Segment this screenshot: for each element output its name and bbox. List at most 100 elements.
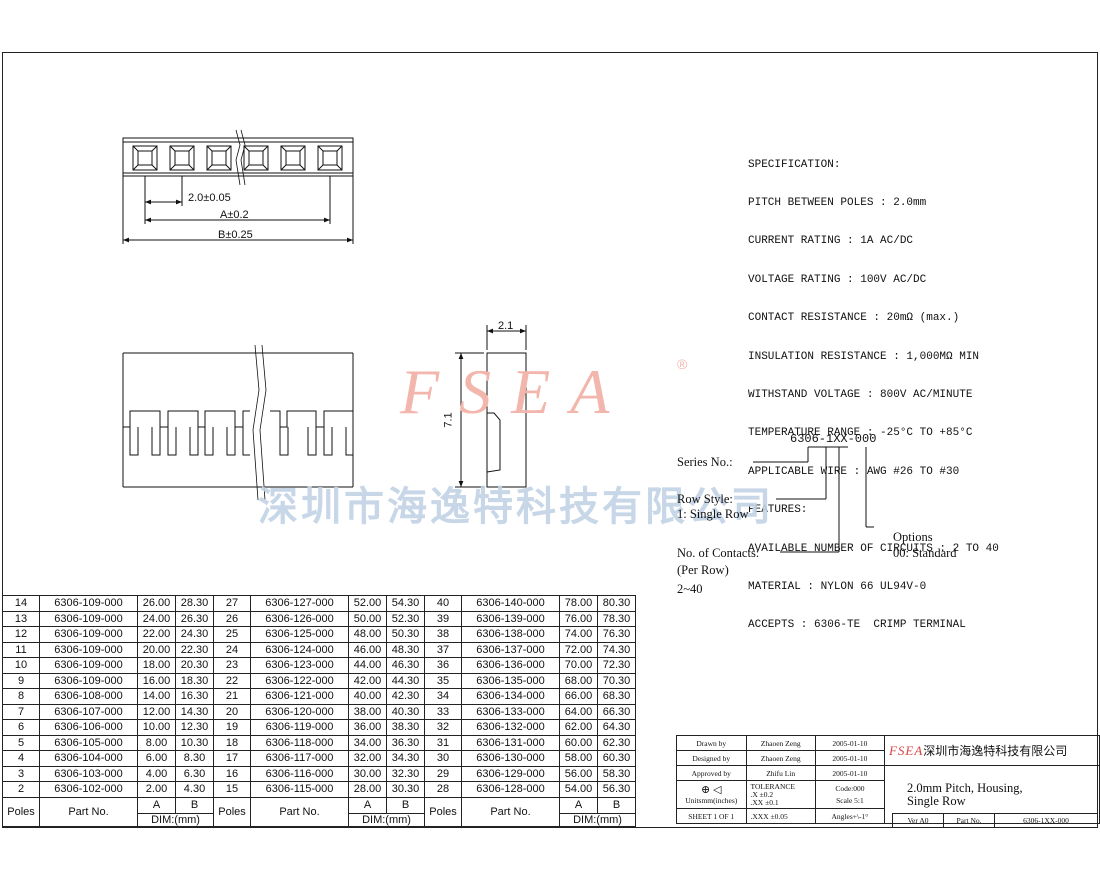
spec-line: CURRENT RATING : 1A AC/DC: [748, 235, 914, 248]
part-no-cell: 6306-131-000: [461, 734, 560, 751]
poles-cell: 11: [2, 641, 40, 658]
poles-cell: 37: [424, 641, 462, 658]
dim-header: DIM:(mm): [348, 812, 425, 827]
poles-cell: 15: [213, 781, 251, 798]
a-cell: 48.00: [348, 626, 387, 643]
poles-cell: 14: [2, 595, 40, 612]
poles-header: Poles: [424, 796, 462, 827]
part-no-cell: 6306-104-000: [39, 750, 138, 767]
part-no-header: Part No.: [461, 796, 560, 827]
dim-header: DIM:(mm): [559, 812, 636, 827]
approved-label: Approved by: [676, 765, 747, 781]
b-header: B: [597, 796, 636, 814]
poles-cell: 26: [213, 610, 251, 627]
a-header: A: [348, 796, 387, 814]
a-cell: 38.00: [348, 703, 387, 720]
a-cell: 36.00: [348, 719, 387, 736]
part-no-cell: 6306-128-000: [461, 781, 560, 798]
b-cell: 38.30: [386, 719, 425, 736]
poles-cell: 28: [424, 781, 462, 798]
part-no-cell: 6306-103-000: [39, 765, 138, 782]
part-no-cell: 6306-125-000: [250, 626, 349, 643]
part-no-cell: 6306-119-000: [250, 719, 349, 736]
spec-line: PITCH BETWEEN POLES : 2.0mm: [748, 196, 927, 209]
poles-cell: 23: [213, 657, 251, 674]
poles-cell: 33: [424, 703, 462, 720]
drawing-frame: [2, 52, 1098, 828]
a-dimension: A±0.2: [220, 209, 249, 221]
description-cell: 2.0mm Pitch, Housing, Single Row: [883, 765, 1100, 824]
part-no-header: Part No.: [39, 796, 138, 827]
a-cell: 50.00: [348, 610, 387, 627]
part-number-code: 6306-1XX-000: [790, 432, 877, 446]
part-no-cell: 6306-116-000: [250, 765, 349, 782]
a-cell: 54.00: [559, 781, 598, 798]
poles-cell: 39: [424, 610, 462, 627]
a-cell: 6.00: [137, 750, 176, 767]
pn-leaders: [753, 446, 874, 553]
a-cell: 76.00: [559, 610, 598, 627]
part-no-label: Part No.: [944, 814, 995, 827]
pitch-dimension: 2.0±0.05: [188, 192, 231, 204]
part-no-cell: 6306-107-000: [39, 703, 138, 720]
spec-line: SPECIFICATION:: [748, 158, 841, 171]
part-no-cell: 6306-138-000: [461, 626, 560, 643]
poles-cell: 13: [2, 610, 40, 627]
description-line-1: 2.0mm Pitch, Housing,: [906, 780, 1023, 795]
a-cell: 30.00: [348, 765, 387, 782]
poles-cell: 30: [424, 750, 462, 767]
b-cell: 56.30: [597, 781, 636, 798]
contacts-sub: (Per Row): [677, 563, 729, 577]
poles-cell: 10: [2, 657, 40, 674]
tolerance-xx: .XX ±0.1: [750, 797, 779, 807]
options-value: 00: Standard: [893, 546, 957, 560]
a-cell: 44.00: [348, 657, 387, 674]
part-no-cell: 6306-126-000: [250, 610, 349, 627]
row-style-label: Row Style:: [677, 492, 733, 506]
spec-line: FEATURES:: [748, 504, 808, 517]
part-no-cell: 6306-109-000: [39, 641, 138, 658]
watermark-registered-mark: ®: [677, 356, 688, 372]
drawn-name: Zhaoen Zeng: [745, 735, 816, 751]
part-no-cell: 6306-130-000: [461, 750, 560, 767]
front-view: [122, 344, 354, 501]
parts-dim-row: DIM:(mm) DIM:(mm) DIM:(mm): [3, 812, 636, 827]
poles-cell: 36: [424, 657, 462, 674]
poles-cell: 17: [213, 750, 251, 767]
part-no-cell: 6306-109-000: [39, 672, 138, 689]
scale-value: Scale 5:1: [836, 795, 864, 805]
depth-dimension: 2.1: [498, 320, 514, 332]
tolerance-x: .X ±0.2: [750, 789, 774, 799]
parts-header-row: Poles Part No. A B Poles Part No. A B Po…: [2, 796, 636, 827]
sheet-cell: SHEET 1 OF 1: [676, 808, 747, 824]
b-cell: 48.30: [386, 641, 425, 658]
b-cell: 60.30: [597, 750, 636, 767]
side-view: [455, 325, 527, 488]
a-cell: 42.00: [348, 672, 387, 689]
units-cell: ⊕ ◁ Unitsmm(inches): [676, 780, 747, 809]
b-cell: 16.30: [175, 688, 214, 705]
a-cell: 22.00: [137, 626, 176, 643]
part-no-cell: 6306-117-000: [250, 750, 349, 767]
a-cell: 78.00: [559, 595, 598, 612]
company-cell: FSEA深圳市海逸特科技有限公司: [883, 735, 1100, 766]
a-cell: 26.00: [137, 595, 176, 612]
a-header: A: [137, 796, 176, 814]
tolerance-cell: TOLERANCE .X ±0.2 .XX ±0.1: [745, 780, 816, 809]
b-cell: 8.30: [175, 750, 214, 767]
part-no-cell: 6306-137-000: [461, 641, 560, 658]
a-cell: 74.00: [559, 626, 598, 643]
b-cell: 64.30: [597, 719, 636, 736]
part-info-row: Ver A0 Part No. 6306-1XX-000: [892, 813, 1098, 828]
poles-cell: 25: [213, 626, 251, 643]
